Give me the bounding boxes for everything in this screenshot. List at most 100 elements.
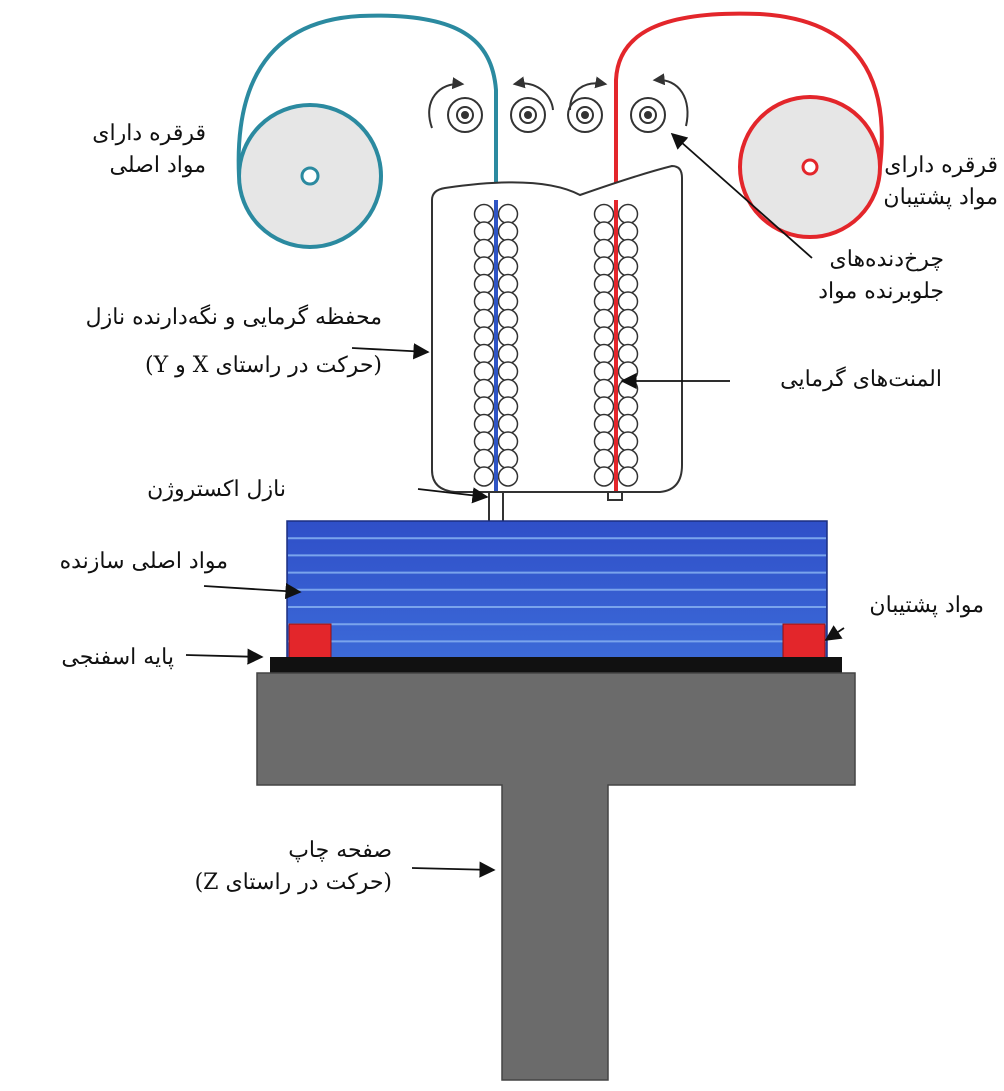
arrow-liquefier [351,343,430,360]
coil-turn [497,466,519,487]
rotation-arrows [428,73,689,129]
coil-turn [593,448,615,470]
coil-turn [497,343,519,365]
drive-wheels [447,97,666,133]
coil-turn [593,221,615,242]
coil-turn [497,448,519,470]
heating-elements [473,203,639,487]
coil-turn [593,396,615,417]
coil-turn [617,326,639,347]
coil-turn [473,291,495,312]
build-platform [256,672,856,1081]
label-support-spool: قرقره دارای مواد پشتیبان [883,153,998,210]
arrow-drive-wheels [670,132,813,259]
label-liquefier-head: محفظه گرمایی و نگه‌دارنده نازل (حرکت در … [85,305,382,378]
coil-turn [473,448,495,470]
coil-turn [473,343,495,365]
coil-turn [593,291,615,312]
coil-turn [617,466,639,487]
coil-turn [593,361,615,382]
drive-wheel-4 [630,97,666,133]
build-layers [288,537,826,643]
coil-turn [617,448,639,470]
extrusion-nozzle [488,491,504,523]
coil-turn [617,273,639,295]
coil-turn [473,256,495,277]
build-part [286,520,828,660]
coil-turn [593,431,615,452]
label-model-spool: قرقره دارای مواد اصلی [92,121,206,178]
coil-turn [497,291,519,312]
coil-turn [593,378,615,400]
coil-turn [497,256,519,277]
coil-turn [593,308,615,330]
coil-turn [473,221,495,242]
coil-turn [617,291,639,312]
coil-turn [617,238,639,260]
support-material-spool [614,11,884,495]
coil-turn [497,413,519,435]
coil-turn [497,378,519,400]
coil-turn [617,256,639,277]
label-support-material: مواد پشتیبان [869,593,984,618]
coil-turn [617,361,639,382]
arrow-platform [411,861,496,878]
arrow-build-material [203,583,302,600]
support-block-right [782,623,826,659]
liquefier-housing [431,164,683,493]
coil-turn [497,326,519,347]
coil-turn [497,238,519,260]
coil-turn [473,308,495,330]
support-block-left [288,623,332,659]
label-build-platform: صفحه چاپ (حرکت در راستای Z) [194,838,392,895]
coil-turn [473,326,495,347]
label-heating-elements: المنت‌های گرمایی [780,367,942,392]
coil-turn [473,431,495,452]
coil-turn [473,413,495,435]
coil-turn [617,431,639,452]
arrow-foam-base [185,648,264,665]
leader-lines [185,132,845,878]
coil-turn [497,203,519,225]
coil-turn [617,343,639,365]
drive-wheel-3 [567,97,603,133]
coil-turn [617,413,639,435]
support-nozzle [607,491,623,501]
coil-turn [497,221,519,242]
coil-turn [473,273,495,295]
coil-turn [473,466,495,487]
coil-turn [593,343,615,365]
model-material-spool [236,13,498,510]
coil-turn [593,273,615,295]
arrow-nozzle [417,487,489,504]
coil-turn [593,238,615,260]
coil-turn [617,308,639,330]
arrow-support-material [824,625,845,641]
drive-wheel-1 [447,97,483,133]
coil-turn [497,361,519,382]
coil-turn [473,378,495,400]
label-build-material: مواد اصلی سازنده [59,549,228,574]
coil-turn [617,203,639,225]
coil-turn [617,396,639,417]
coil-turn [593,413,615,435]
coil-turn [473,238,495,260]
coil-turn [473,396,495,417]
drive-wheel-2 [510,97,546,133]
coil-turn [497,308,519,330]
coil-turn [617,378,639,400]
coil-turn [593,203,615,225]
coil-turn [473,361,495,382]
model-filament [236,13,498,510]
foam-base [270,657,842,673]
coil-turn [593,466,615,487]
support-filament [614,11,884,495]
coil-turn [497,396,519,417]
label-drive-wheels: چرخ‌دنده‌های جلوبرنده مواد [818,247,944,304]
coil-turn [473,203,495,225]
label-extrusion-nozzle: نازل اکستروژن [147,477,286,502]
coil-turn [593,256,615,277]
coil-turn [497,273,519,295]
coil-turn [497,431,519,452]
